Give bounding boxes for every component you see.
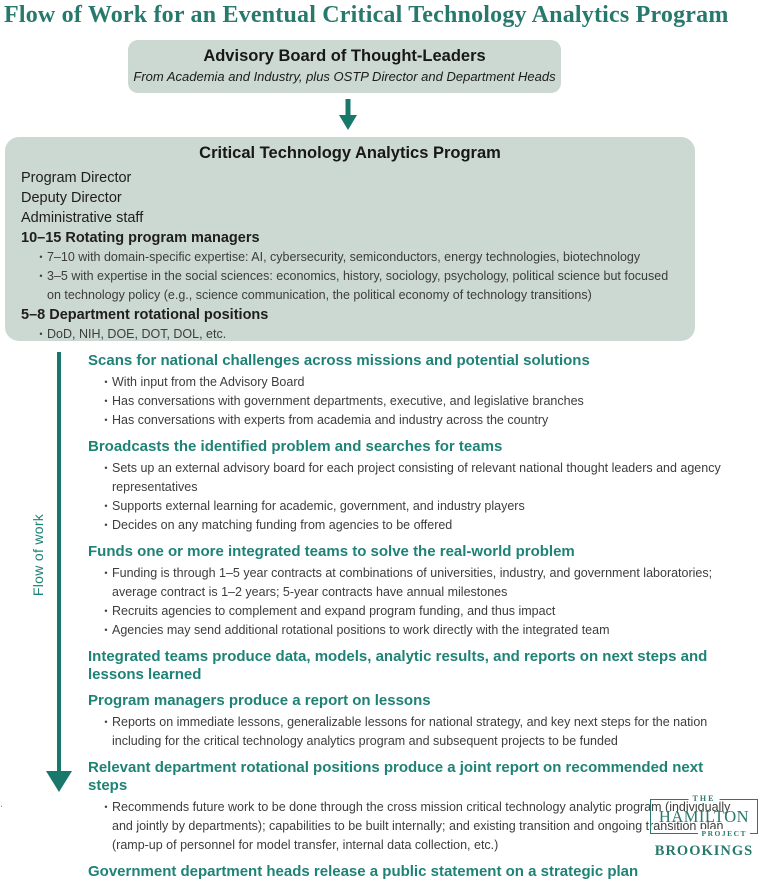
list-item-text: Reports on immediate lessons, generaliza… xyxy=(112,715,708,748)
bullet-icon: • xyxy=(104,396,108,406)
list-item: • Sets up an external advisory board for… xyxy=(88,459,743,497)
list-item-text: Has conversations with experts from acad… xyxy=(112,413,549,427)
flow-steps: Scans for national challenges across mis… xyxy=(88,348,743,884)
list-item-text: Agencies may send additional rotational … xyxy=(112,623,610,637)
list-item: • Decides on any matching funding from a… xyxy=(88,516,743,535)
bullet-icon: • xyxy=(39,252,43,262)
list-item-text: 7–10 with domain-specific expertise: AI,… xyxy=(47,250,641,264)
list-item-text: Decides on any matching funding from age… xyxy=(112,518,453,532)
list-item: • Recruits agencies to complement and ex… xyxy=(88,602,743,621)
bullet-icon: • xyxy=(39,271,43,281)
bullet-icon: • xyxy=(104,625,108,635)
flow-step-title: Government department heads release a pu… xyxy=(88,863,639,880)
flow-step-title: Scans for national challenges across mis… xyxy=(88,352,590,369)
flow-of-work-label: Flow of work xyxy=(30,513,46,597)
list-item: • Funding is through 1–5 year contracts … xyxy=(88,564,743,602)
program-box-title: Critical Technology Analytics Program xyxy=(199,144,501,162)
list-item-text: 3–5 with expertise in the social science… xyxy=(47,269,669,302)
bullet-icon: • xyxy=(104,802,108,812)
list-item: • Agencies may send additional rotationa… xyxy=(88,621,743,640)
page-title: Flow of Work for an Eventual Critical Te… xyxy=(4,2,729,28)
list-item: • Supports external learning for academi… xyxy=(88,497,743,516)
bullet-icon: • xyxy=(104,377,108,387)
bullet-icon: • xyxy=(104,520,108,530)
hamilton-logo-box: THE HAMILTON PROJECT xyxy=(650,794,758,838)
list-item: • DoD, NIH, DOE, DOT, DOL, etc. xyxy=(21,325,679,344)
flow-step-title: Integrated teams produce data, models, a… xyxy=(88,648,708,683)
bullet-icon: • xyxy=(104,463,108,473)
list-item: • Has conversations with experts from ac… xyxy=(88,411,743,430)
bullet-icon: • xyxy=(104,415,108,425)
list-item-text: Recommends future work to be done throug… xyxy=(112,800,731,852)
bullet-icon: • xyxy=(104,606,108,616)
logo-project-text: PROJECT xyxy=(698,829,750,838)
flow-step-title: Broadcasts the identified problem and se… xyxy=(88,438,503,455)
list-item: • 3–5 with expertise in the social scien… xyxy=(21,267,679,305)
advisory-board-title: Advisory Board of Thought-Leaders xyxy=(203,47,486,65)
list-item-text: Funding is through 1–5 year contracts at… xyxy=(112,566,713,599)
bullet-icon: • xyxy=(39,329,43,339)
advisory-board-subtitle: From Academia and Industry, plus OSTP Di… xyxy=(133,69,556,84)
group-heading-rotational-positions: 5–8 Department rotational positions xyxy=(21,307,269,323)
advisory-board-box: Advisory Board of Thought-Leaders From A… xyxy=(128,40,561,93)
logo-hamilton-text: HAMILTON xyxy=(658,807,750,826)
list-item: • Reports on immediate lessons, generali… xyxy=(88,713,743,751)
hamilton-project-brookings-logo: THE HAMILTON PROJECT BROOKINGS xyxy=(650,794,758,860)
flow-step-title: Funds one or more integrated teams to so… xyxy=(88,543,575,560)
list-item-text: With input from the Advisory Board xyxy=(112,375,305,389)
stray-mark: . xyxy=(0,798,4,810)
flow-arrow-head-icon xyxy=(46,771,72,792)
flow-step-title: Relevant department rotational positions… xyxy=(88,759,704,794)
down-arrow-icon xyxy=(335,99,361,136)
staff-line: Deputy Director xyxy=(21,190,122,206)
list-item: • Has conversations with government depa… xyxy=(88,392,743,411)
flow-arrow-line xyxy=(57,352,61,772)
bullet-icon: • xyxy=(104,568,108,578)
list-item: • 7–10 with domain-specific expertise: A… xyxy=(21,248,679,267)
list-item: • With input from the Advisory Board xyxy=(88,373,743,392)
logo-the-text: THE xyxy=(688,794,720,803)
staff-line: Program Director xyxy=(21,170,132,186)
logo-brookings-text: BROOKINGS xyxy=(654,843,754,859)
list-item-text: Has conversations with government depart… xyxy=(112,394,584,408)
flow-step-title: Program managers produce a report on les… xyxy=(88,692,431,709)
group-heading-rotating-managers: 10–15 Rotating program managers xyxy=(21,230,260,246)
list-item: • Recommends future work to be done thro… xyxy=(88,798,743,855)
bullet-icon: • xyxy=(104,717,108,727)
staff-line: Administrative staff xyxy=(21,210,144,226)
list-item-text: DoD, NIH, DOE, DOT, DOL, etc. xyxy=(47,327,227,341)
list-item-text: Supports external learning for academic,… xyxy=(112,499,525,513)
list-item-text: Sets up an external advisory board for e… xyxy=(112,461,721,494)
flow-of-work-section: Flow of work Scans for national challeng… xyxy=(0,348,768,880)
bullet-icon: • xyxy=(104,501,108,511)
program-box: Critical Technology Analytics Program Pr… xyxy=(5,137,695,341)
list-item-text: Recruits agencies to complement and expa… xyxy=(112,604,556,618)
